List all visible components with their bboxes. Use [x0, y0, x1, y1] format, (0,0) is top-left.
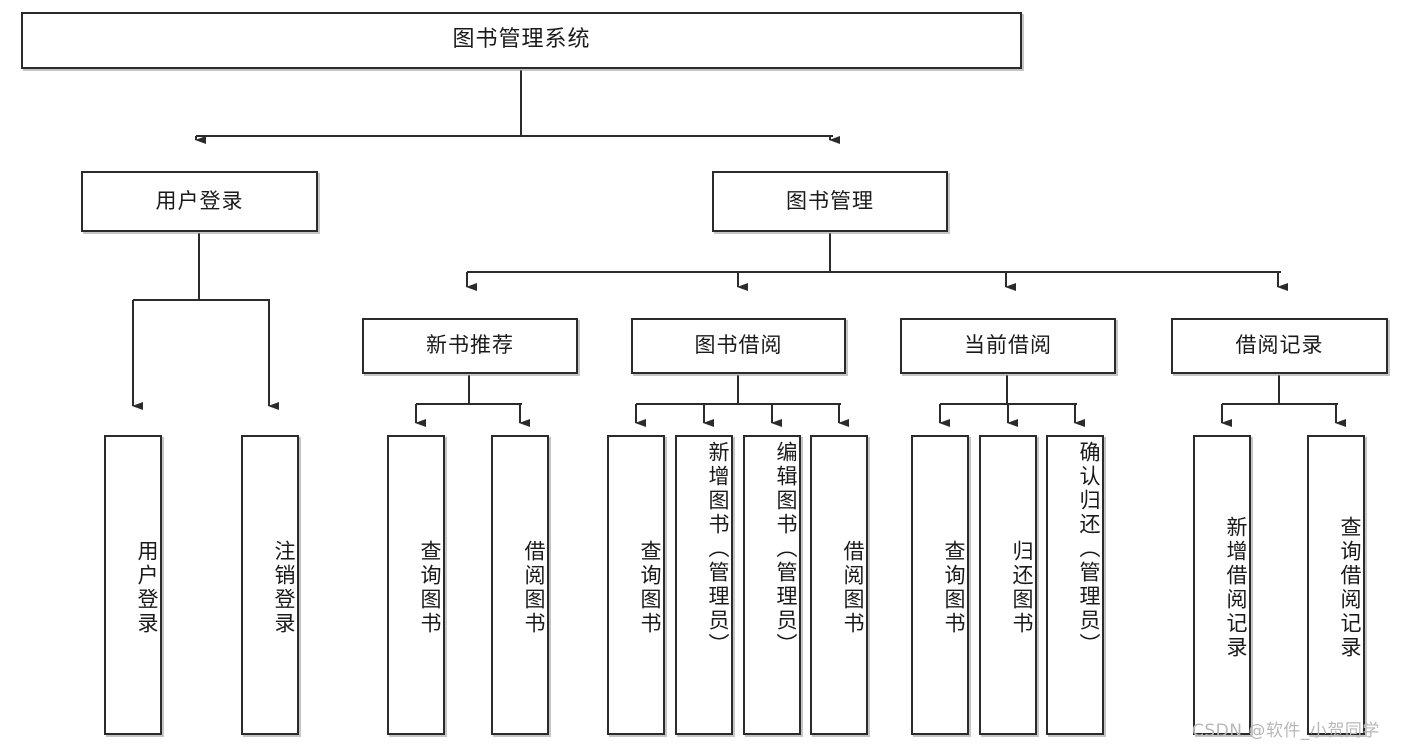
node-label: 编辑图书（管理员） [774, 441, 798, 657]
node-label: 借阅图书 [522, 540, 546, 636]
leaf-borrow-book-1[interactable]: 借阅图书 [491, 435, 549, 735]
node-label: 确认归还（管理员） [1077, 441, 1101, 657]
leaf-edit-book[interactable]: 编辑图书（管理员） [743, 435, 801, 735]
node-label: 用户登录 [135, 540, 159, 636]
node-current-borrow[interactable]: 当前借阅 [900, 318, 1116, 374]
node-label: 新书推荐 [426, 333, 514, 358]
leaf-add-book[interactable]: 新增图书（管理员） [675, 435, 733, 735]
leaf-confirm-return[interactable]: 确认归还（管理员） [1046, 435, 1104, 735]
node-book-borrow[interactable]: 图书借阅 [631, 318, 846, 374]
leaf-borrow-book-2[interactable]: 借阅图书 [810, 435, 868, 735]
node-label: 图书管理系统 [452, 27, 591, 53]
node-label: 注销登录 [272, 540, 296, 636]
node-label: 查询图书 [418, 540, 442, 636]
node-label: 当前借阅 [964, 333, 1052, 358]
leaf-query-book-2[interactable]: 查询图书 [607, 435, 665, 735]
leaf-query-book-3[interactable]: 查询图书 [911, 435, 969, 735]
leaf-query-book-1[interactable]: 查询图书 [387, 435, 445, 735]
node-label: 新增借阅记录 [1224, 516, 1248, 660]
node-root-system[interactable]: 图书管理系统 [21, 12, 1022, 69]
node-borrow-record[interactable]: 借阅记录 [1171, 318, 1388, 374]
node-label: 归还图书 [1010, 540, 1034, 636]
node-user-login[interactable]: 用户登录 [81, 171, 318, 232]
node-label: 用户登录 [155, 188, 244, 213]
node-label: 图书管理 [786, 188, 874, 213]
leaf-return-book[interactable]: 归还图书 [979, 435, 1037, 735]
node-label: 查询图书 [942, 540, 966, 636]
leaf-user-login[interactable]: 用户登录 [104, 435, 162, 735]
node-label: 新增图书（管理员） [706, 441, 730, 657]
node-label: 借阅图书 [841, 540, 865, 636]
leaf-add-borrow-record[interactable]: 新增借阅记录 [1193, 435, 1251, 735]
leaf-query-borrow-record[interactable]: 查询借阅记录 [1307, 435, 1365, 735]
node-label: 查询图书 [638, 540, 662, 636]
csdn-watermark: CSDN @软件_小贺同学 [1192, 721, 1380, 741]
node-label: 图书借阅 [694, 333, 783, 358]
leaf-logout-login[interactable]: 注销登录 [241, 435, 299, 735]
node-label: 借阅记录 [1235, 333, 1324, 358]
node-book-management[interactable]: 图书管理 [712, 171, 948, 232]
node-label: 查询借阅记录 [1338, 516, 1362, 660]
node-new-book-recommend[interactable]: 新书推荐 [362, 318, 578, 374]
